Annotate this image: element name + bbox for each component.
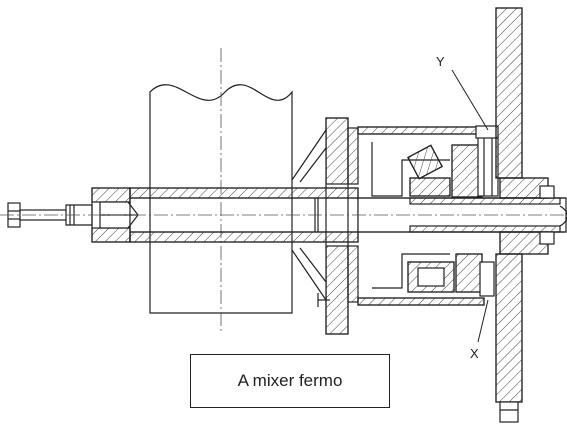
caption-text: A mixer fermo [237,371,343,390]
right-seal-pack [499,177,555,255]
leader-line-y [451,69,489,131]
label-y: Y [436,54,445,69]
caption-box: A mixer fermo [190,354,390,408]
lower-tie-rod [357,297,485,306]
vertical-wall-plate [495,7,523,423]
upper-tie-rod [357,126,485,135]
leader-line-x [477,299,489,343]
shaft-hub [91,187,139,243]
shaft-end [559,205,567,227]
support-ribs [291,128,327,302]
lower-seal-assembly [407,253,495,297]
coupling-flange [317,117,359,335]
upper-seal-assembly [407,125,499,198]
label-x: X [470,346,479,361]
